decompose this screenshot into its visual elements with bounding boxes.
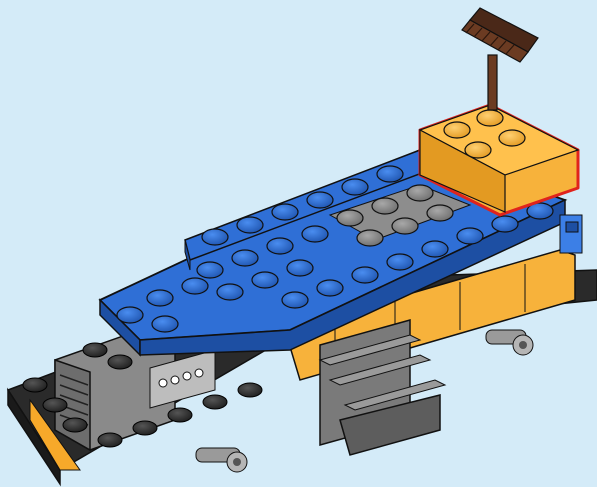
antenna-brush (462, 8, 538, 110)
side-hinge (560, 215, 582, 253)
axle-left (196, 448, 247, 472)
axle-middle (486, 330, 533, 355)
